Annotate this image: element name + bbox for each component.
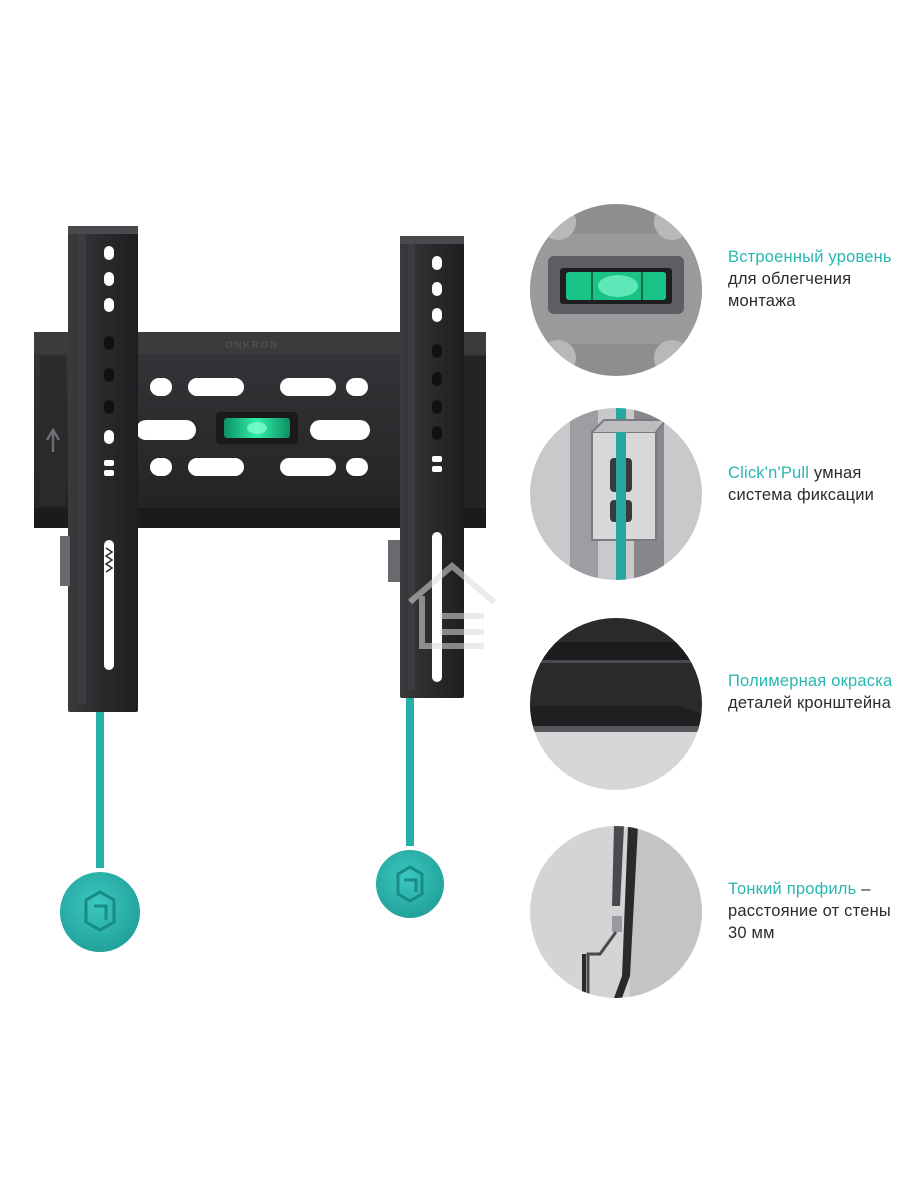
watermark-house-icon <box>408 562 496 649</box>
feature-description: деталей кронштейна <box>728 694 891 712</box>
bracket-product-image: ONKRON <box>34 226 496 952</box>
pull-tab-logo-icon <box>396 865 424 903</box>
feature-highlight: Полимерная окраска <box>728 672 893 690</box>
feature-builtin-level: Встроенный уровень для облегчения монтаж… <box>530 204 900 376</box>
feature-image-latch <box>530 408 702 580</box>
feature-image-level <box>530 204 702 376</box>
bubble-level-icon <box>216 412 298 444</box>
right-rail <box>388 236 464 698</box>
pull-cord-left[interactable] <box>60 712 140 952</box>
feature-highlight: Click'n'Pull <box>728 464 810 482</box>
feature-highlight: Встроенный уровень <box>728 248 892 266</box>
left-rail <box>60 226 138 712</box>
feature-description: для облегчения монтажа <box>728 270 852 310</box>
feature-caption-coating: Полимерная окраска деталей кронштейна <box>728 670 898 714</box>
feature-description: – расстояние от стены 30 мм <box>728 880 891 942</box>
feature-image-profile <box>530 826 702 998</box>
feature-caption-profile: Тонкий профиль – расстояние от стены 30 … <box>728 878 898 944</box>
feature-caption-click-n-pull: Click'n'Pull умная система фиксации <box>728 462 898 506</box>
feature-caption-level: Встроенный уровень для облегчения монтаж… <box>728 246 898 312</box>
feature-click-n-pull: Click'n'Pull умная система фиксации <box>530 408 900 580</box>
feature-highlight: Тонкий профиль <box>728 880 857 898</box>
wall-plate: ONKRON <box>34 332 486 528</box>
feature-powder-coating: Полимерная окраска деталей кронштейна <box>530 618 900 790</box>
pull-tab-logo-icon <box>84 890 116 932</box>
pull-cord-right[interactable] <box>376 698 444 918</box>
feature-description: умная система фиксации <box>728 464 875 504</box>
feature-thin-profile: Тонкий профиль – расстояние от стены 30 … <box>530 826 900 998</box>
arrow-up-icon <box>45 427 61 452</box>
brand-logo-embossed: ONKRON <box>225 340 278 351</box>
feature-image-coating <box>530 618 702 790</box>
